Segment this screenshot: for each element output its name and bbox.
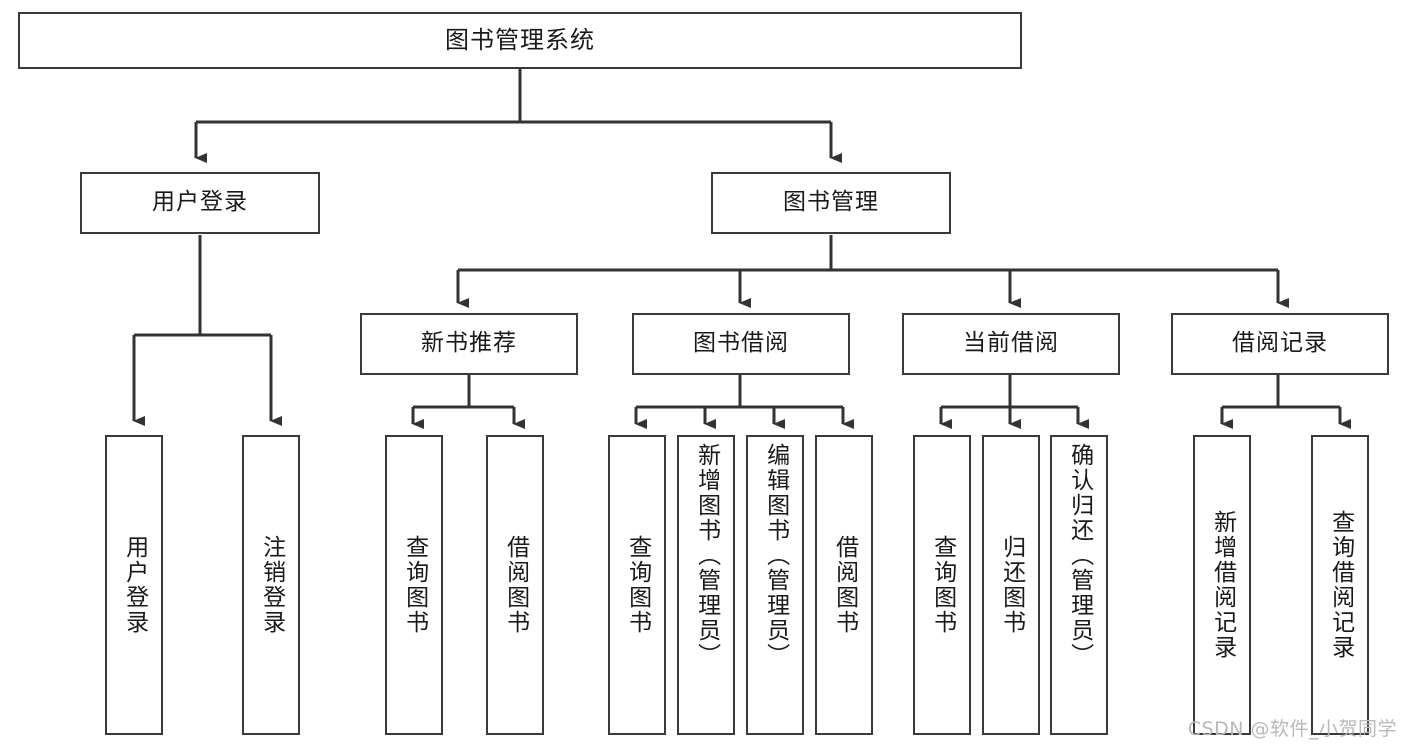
leaf-current-borrow-confirm-return-admin[interactable]: 确认归还（管理员）: [1050, 435, 1108, 735]
leaf-current-borrow-return-book[interactable]: 归还图书: [982, 435, 1040, 735]
node-label: 借阅记录: [1232, 330, 1328, 357]
leaf-new-book-query-book[interactable]: 查询图书: [385, 435, 443, 735]
node-root-system[interactable]: 图书管理系统: [18, 12, 1022, 69]
node-label: 图书借阅: [693, 330, 789, 357]
node-label: 当前借阅: [963, 330, 1059, 357]
node-borrow-record[interactable]: 借阅记录: [1171, 313, 1389, 375]
leaf-borrow-record-query-record[interactable]: 查询借阅记录: [1311, 435, 1369, 735]
leaf-book-borrow-edit-book-admin[interactable]: 编辑图书（管理员）: [746, 435, 804, 735]
leaf-new-book-borrow-book[interactable]: 借阅图书: [486, 435, 544, 735]
node-label: 查询借阅记录: [1327, 510, 1354, 660]
leaf-borrow-record-add-record[interactable]: 新增借阅记录: [1193, 435, 1251, 735]
node-new-book-recommend[interactable]: 新书推荐: [360, 313, 578, 375]
node-label: 图书管理系统: [445, 26, 595, 55]
leaf-book-borrow-query-book[interactable]: 查询图书: [608, 435, 666, 735]
node-label: 新书推荐: [421, 330, 517, 357]
node-label: 图书管理: [783, 189, 879, 216]
node-user-login[interactable]: 用户登录: [80, 172, 320, 234]
node-label: 归还图书: [998, 535, 1025, 635]
node-label: 确认归还（管理员）: [1066, 443, 1093, 668]
node-label: 查询图书: [401, 535, 428, 635]
node-label: 用户登录: [121, 535, 148, 635]
leaf-current-borrow-query-book[interactable]: 查询图书: [913, 435, 971, 735]
node-label: 编辑图书（管理员）: [762, 443, 789, 668]
node-label: 用户登录: [152, 189, 248, 216]
node-book-management[interactable]: 图书管理: [711, 172, 951, 234]
node-label: 注销登录: [258, 535, 285, 635]
leaf-user-login-user-login[interactable]: 用户登录: [105, 435, 163, 735]
leaf-book-borrow-borrow-book[interactable]: 借阅图书: [815, 435, 873, 735]
node-label: 借阅图书: [502, 535, 529, 635]
node-label: 借阅图书: [831, 535, 858, 635]
leaf-user-login-logout[interactable]: 注销登录: [242, 435, 300, 735]
node-label: 新增借阅记录: [1209, 510, 1236, 660]
node-label: 查询图书: [929, 535, 956, 635]
node-book-borrow[interactable]: 图书借阅: [632, 313, 850, 375]
node-current-borrow[interactable]: 当前借阅: [902, 313, 1120, 375]
leaf-book-borrow-add-book-admin[interactable]: 新增图书（管理员）: [677, 435, 735, 735]
node-label: 新增图书（管理员）: [693, 443, 720, 668]
node-label: 查询图书: [624, 535, 651, 635]
